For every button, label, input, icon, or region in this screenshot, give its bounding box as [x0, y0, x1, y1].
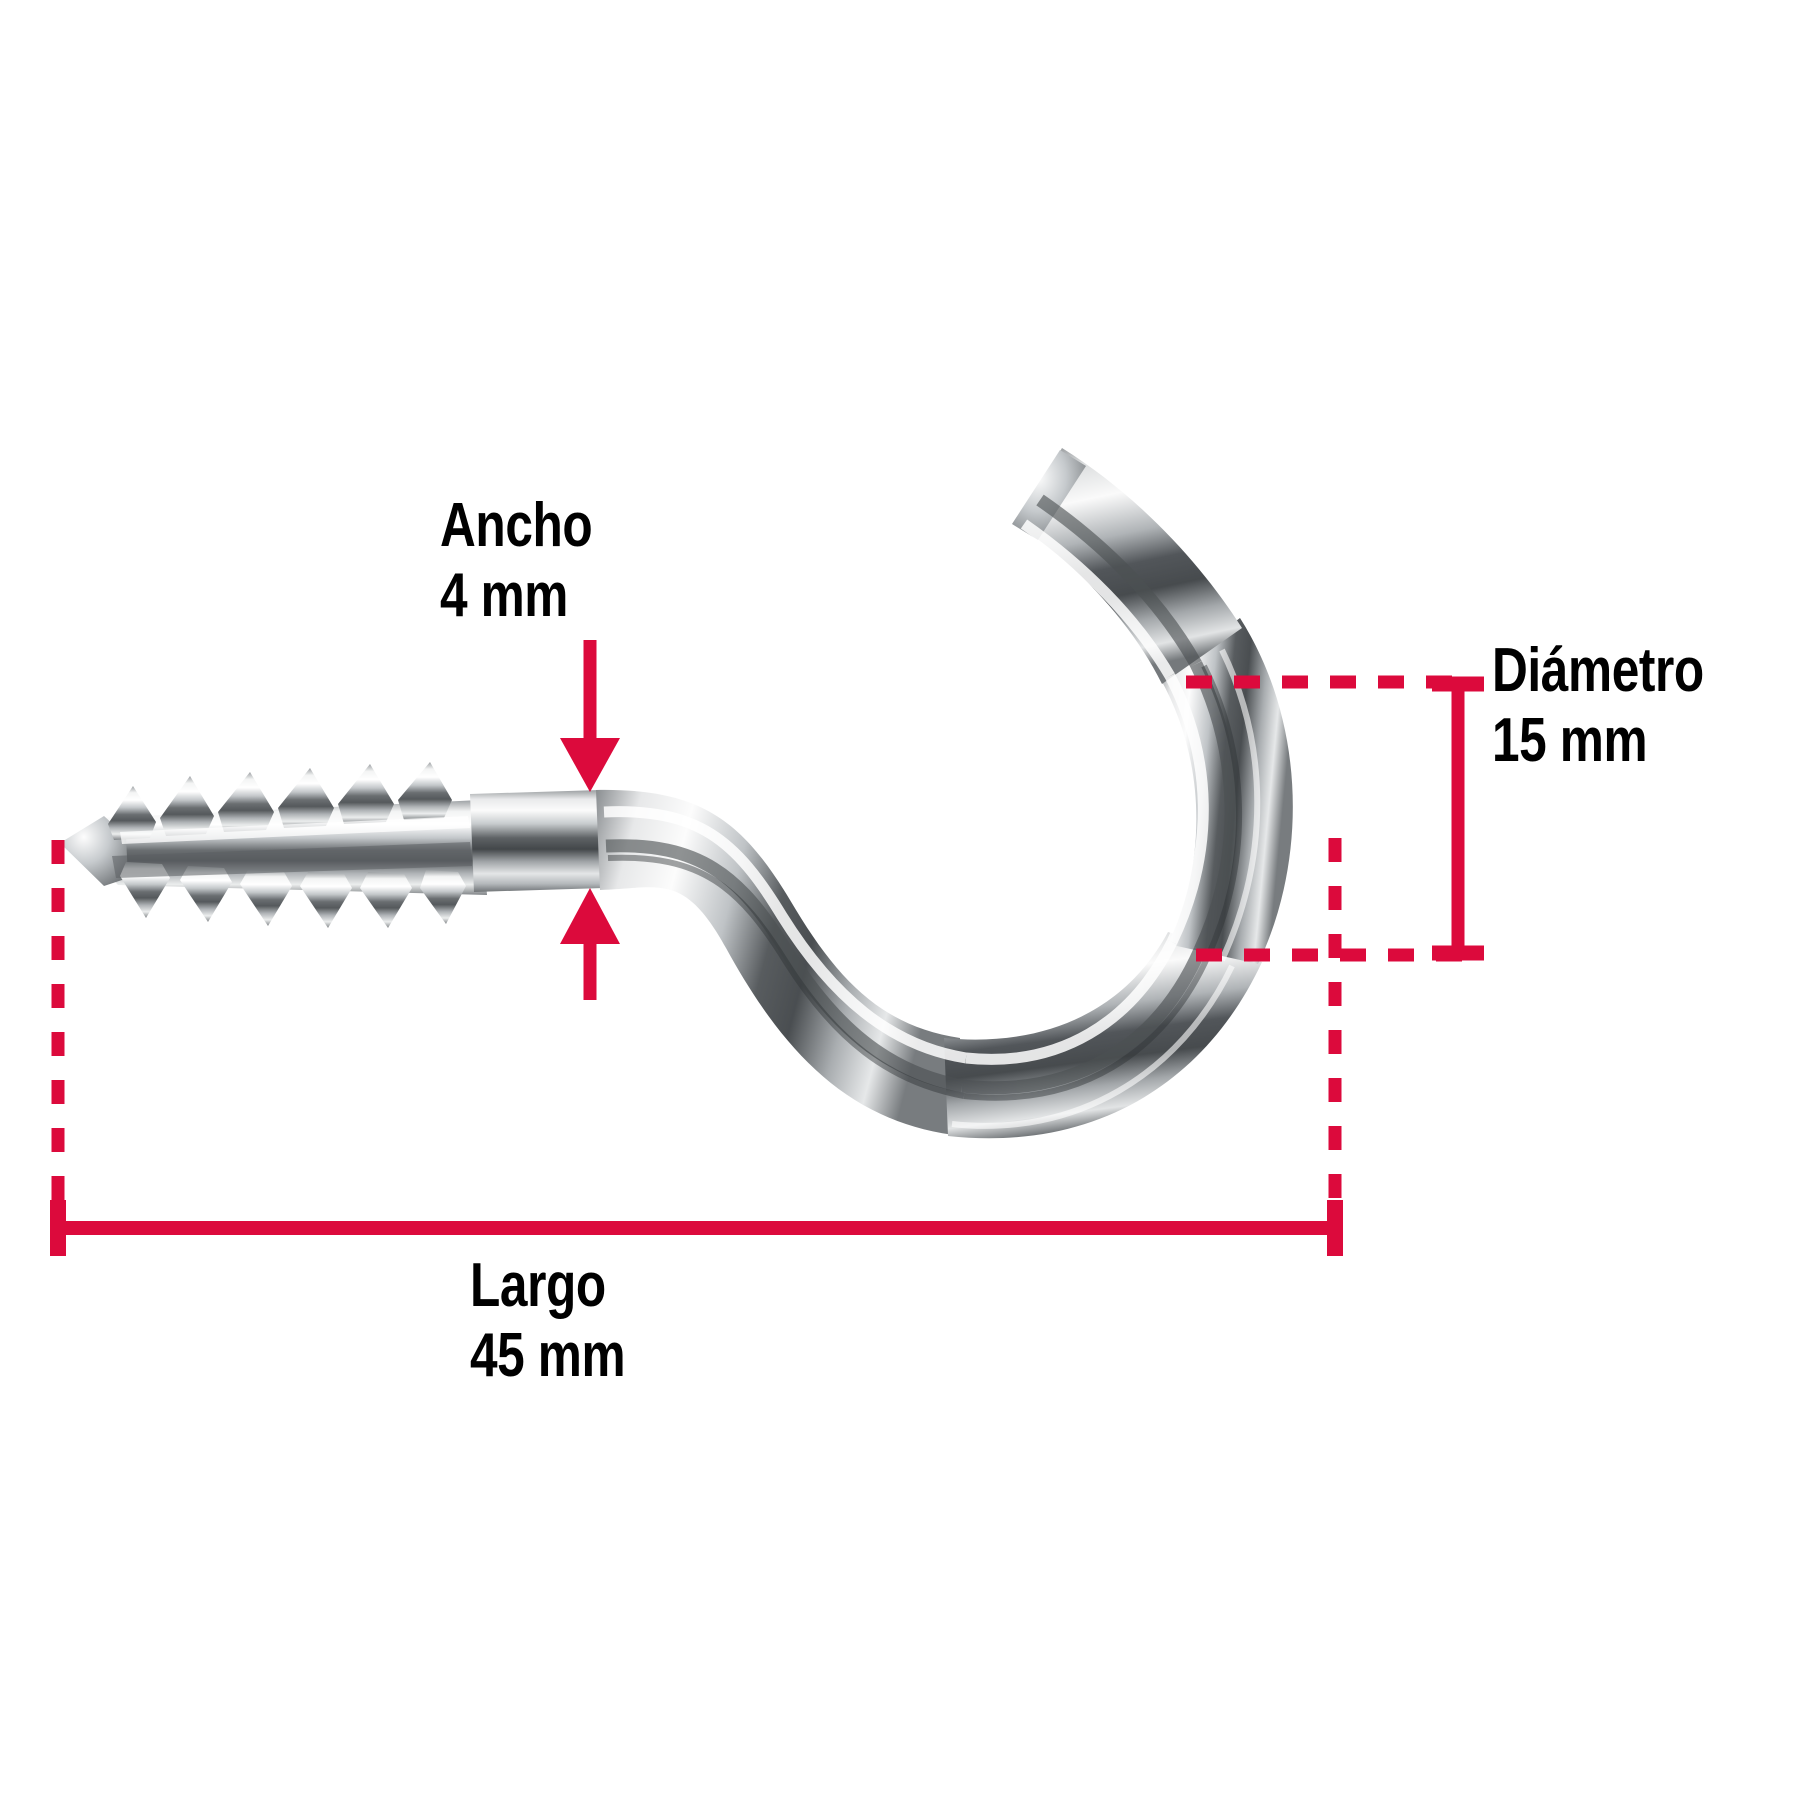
- diametro-label: Diámetro 15 mm: [1492, 640, 1704, 772]
- ancho-arrow-bottom-head: [560, 888, 620, 944]
- largo-label-value: 45 mm: [470, 1321, 626, 1390]
- ancho-label: Ancho 4 mm: [440, 491, 593, 630]
- screw-smooth-shank: [470, 790, 604, 892]
- hook-open-tip: [1012, 450, 1086, 540]
- screw-thread-section: [60, 762, 487, 928]
- diametro-label-title: Diámetro: [1492, 636, 1704, 705]
- diametro-dimension: [1186, 675, 1484, 962]
- largo-label: Largo 45 mm: [470, 1251, 626, 1390]
- largo-dimension: [50, 838, 1343, 1256]
- ancho-arrow-top-head: [560, 738, 620, 792]
- largo-label-title: Largo: [470, 1251, 606, 1320]
- screw-hook-illustration: [60, 448, 1293, 1139]
- ancho-label-title: Ancho: [440, 491, 593, 560]
- ancho-dimension: [560, 640, 620, 1000]
- dimension-overlay: [50, 640, 1484, 1256]
- wire-shadow-line: [605, 494, 1238, 1095]
- wire-highlight-line: [603, 519, 1209, 1065]
- hook-bottom-curve: [944, 932, 1262, 1139]
- diametro-label-value: 15 mm: [1492, 706, 1648, 775]
- ancho-label-value: 4 mm: [440, 561, 568, 630]
